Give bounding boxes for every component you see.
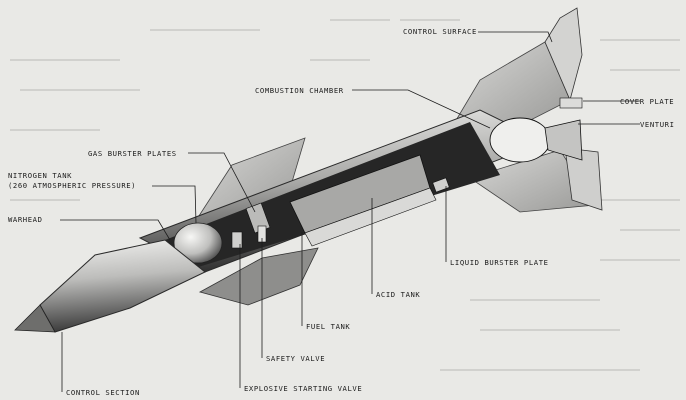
top-control-surface [544,7,583,102]
label-venturi: VENTURI [640,120,675,129]
label-control-section: CONTROL SECTION [66,388,140,397]
control-section [14,304,56,333]
warhead [39,239,206,333]
label-nitrogen-pressure: (260 ATMOSPHERIC PRESSURE) [8,181,136,190]
fuel-tank [304,187,437,247]
background-text-texture [10,19,680,371]
cover-plate-part [559,97,583,109]
leader-lines [60,31,640,392]
label-cover-plate: COVER PLATE [620,97,674,106]
label-warhead: WARHEAD [8,215,43,224]
label-fuel-tank: FUEL TANK [306,322,350,331]
nitrogen-tank [173,222,223,264]
label-gas-burster-plates: GAS BURSTER PLATES [88,149,177,158]
label-liquid-burster-plate: LIQUID BURSTER PLATE [450,258,549,267]
venturi-nozzle [544,119,583,161]
label-combustion-chamber: COMBUSTION CHAMBER [255,86,344,95]
bottom-control-surface [564,147,603,211]
explosive-valve-part [231,231,243,249]
label-safety-valve: SAFETY VALVE [266,354,325,363]
label-control-surface: CONTROL SURFACE [403,27,477,36]
label-explosive-starting-valve: EXPLOSIVE STARTING VALVE [244,384,362,393]
label-nitrogen-tank: NITROGEN TANK [8,171,72,180]
combustion-chamber [489,117,551,163]
label-acid-tank: ACID TANK [376,290,420,299]
liquid-burster-plate [432,177,450,193]
